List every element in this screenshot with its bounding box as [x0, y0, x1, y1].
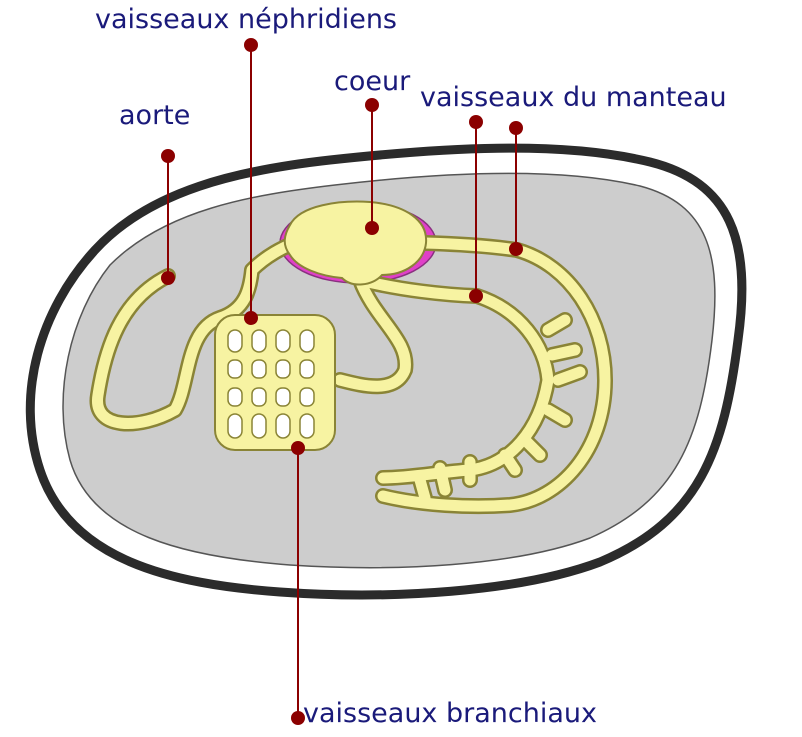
- label-nephridial-vessels: vaisseaux néphridiens: [95, 6, 397, 33]
- dot-mantle-2-top: [509, 121, 523, 135]
- dot-mantle-2-end: [509, 242, 523, 256]
- dot-heart-end: [365, 221, 379, 235]
- label-aorta: aorte: [119, 102, 190, 129]
- label-heart: coeur: [334, 68, 410, 95]
- dot-branchial-top: [291, 441, 305, 455]
- dot-nephridial-top: [244, 38, 258, 52]
- dot-nephridial-end: [244, 311, 258, 325]
- label-branchial-vessels: vaisseaux branchiaux: [303, 700, 597, 727]
- dot-aorta-top: [161, 149, 175, 163]
- dot-mantle-1-top: [469, 115, 483, 129]
- dot-heart-top: [365, 98, 379, 112]
- branchial-grid: [215, 315, 335, 450]
- label-mantle-vessels: vaisseaux du manteau: [420, 84, 727, 111]
- dot-aorta-end: [161, 271, 175, 285]
- dot-mantle-1-end: [469, 289, 483, 303]
